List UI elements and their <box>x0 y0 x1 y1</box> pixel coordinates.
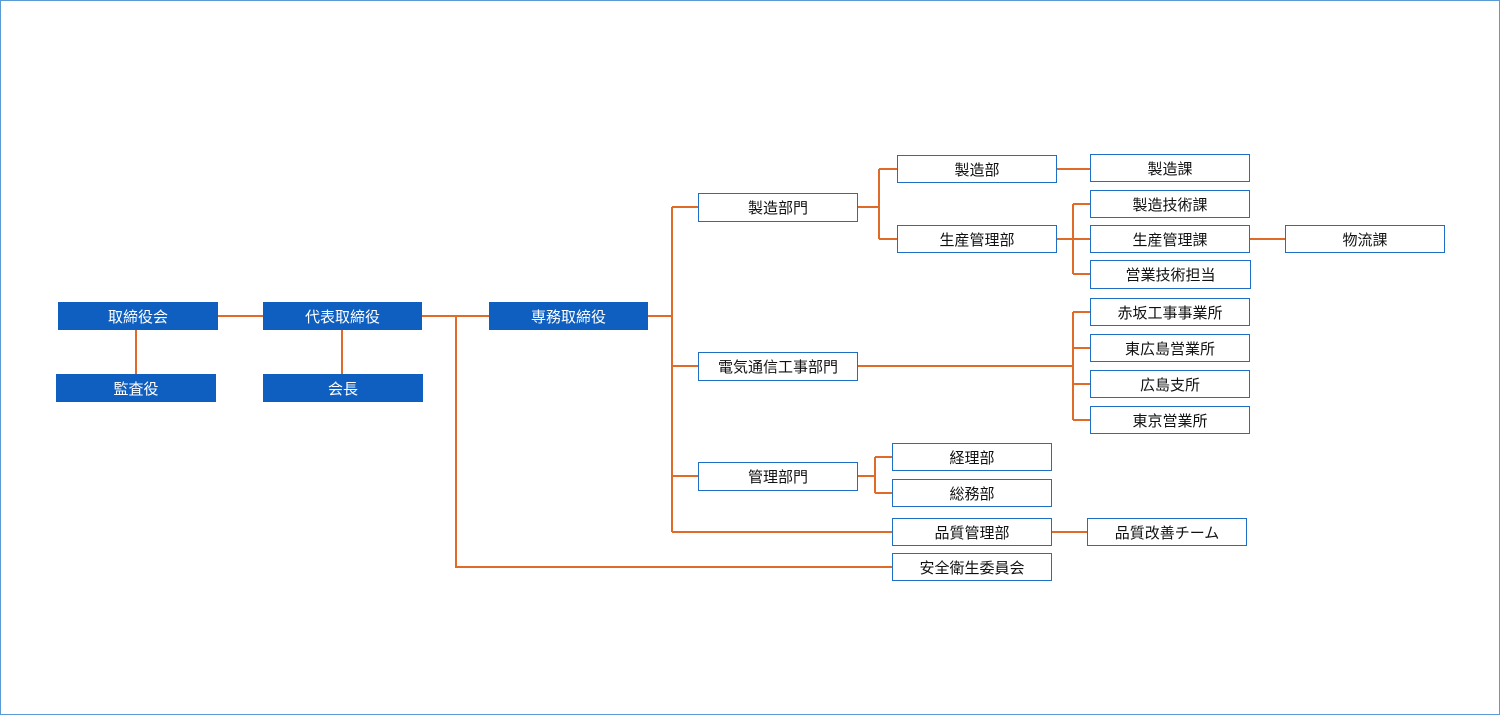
node-production-control-dept: 生産管理部 <box>897 225 1057 253</box>
node-telecom-division: 電気通信工事部門 <box>698 352 858 381</box>
node-board: 取締役会 <box>58 302 218 330</box>
node-manufacturing-division: 製造部門 <box>698 193 858 222</box>
node-general-affairs-dept: 総務部 <box>892 479 1052 507</box>
node-managing-director: 専務取締役 <box>489 302 648 330</box>
node-hiroshima-branch: 広島支所 <box>1090 370 1250 398</box>
node-president: 代表取締役 <box>263 302 422 330</box>
node-tokyo-office: 東京営業所 <box>1090 406 1250 434</box>
node-auditor: 監査役 <box>56 374 216 402</box>
node-manufacturing-section: 製造課 <box>1090 154 1250 182</box>
node-logistics-section: 物流課 <box>1285 225 1445 253</box>
node-sales-tech-staff: 営業技術担当 <box>1090 260 1251 289</box>
node-manufacturing-tech-section: 製造技術課 <box>1090 190 1250 218</box>
node-manufacturing-dept: 製造部 <box>897 155 1057 183</box>
node-akasaka-office: 赤坂工事事業所 <box>1090 298 1250 326</box>
node-chairman: 会長 <box>263 374 423 402</box>
node-higashihiroshima-office: 東広島営業所 <box>1090 334 1250 362</box>
node-quality-improvement-team: 品質改善チーム <box>1087 518 1247 546</box>
node-accounting-dept: 経理部 <box>892 443 1052 471</box>
connector-president-safety <box>455 316 892 568</box>
node-safety-committee: 安全衛生委員会 <box>892 553 1052 581</box>
node-production-control-section: 生産管理課 <box>1090 225 1250 253</box>
node-admin-division: 管理部門 <box>698 462 858 491</box>
node-quality-control-dept: 品質管理部 <box>892 518 1052 546</box>
